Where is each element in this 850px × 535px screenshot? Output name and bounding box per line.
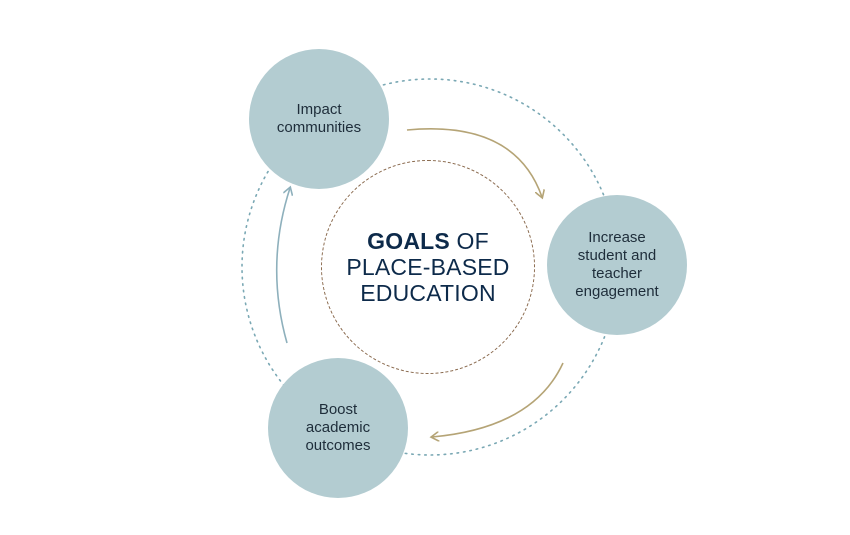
node-label-engagement: Increase student and teacher engagement bbox=[575, 229, 659, 300]
node-increase-engagement: Increase student and teacher engagement bbox=[547, 195, 687, 335]
center-title-circle: GOALS OF PLACE-BASED EDUCATION bbox=[321, 160, 535, 374]
title-bold-word: GOALS bbox=[367, 228, 450, 254]
title-line-1-rest: OF bbox=[449, 228, 489, 254]
title-line-3: EDUCATION bbox=[360, 280, 496, 306]
title-line-2: PLACE-BASED bbox=[346, 254, 510, 280]
arrow-engagement-to-boost bbox=[432, 362, 564, 437]
arrow-impact-to-engagement bbox=[406, 128, 542, 197]
node-label-boost: Boost academic outcomes bbox=[305, 401, 371, 454]
title-line-1: GOALS OF bbox=[367, 228, 489, 254]
arrow-boost-to-impact bbox=[275, 188, 290, 344]
node-boost-outcomes: Boost academic outcomes bbox=[268, 358, 408, 498]
node-impact-communities: Impact communities bbox=[249, 49, 389, 189]
node-label-impact: Impact communities bbox=[276, 101, 362, 136]
